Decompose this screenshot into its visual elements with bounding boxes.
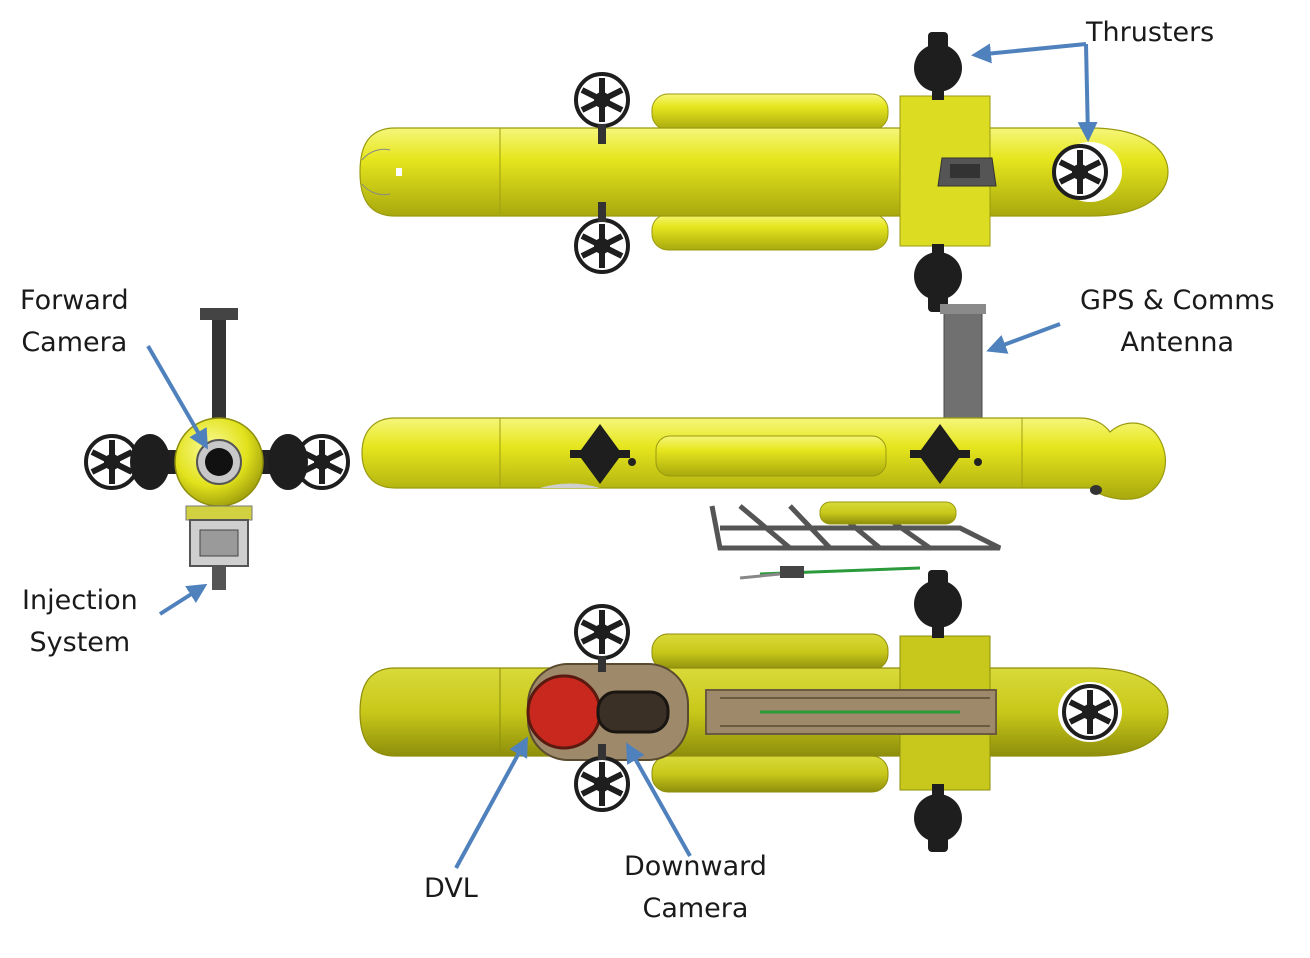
label-downward-line1: Downward: [624, 851, 767, 882]
injection-arm: [709, 504, 1002, 580]
hull: [359, 127, 1169, 217]
arrow-dvl: [454, 736, 528, 869]
label-gps-line1: GPS & Comms: [1080, 285, 1275, 316]
label-gps-antenna: GPS & Comms Antenna: [1080, 280, 1275, 364]
label-downward-line2: Camera: [642, 893, 749, 924]
label-dvl-text: DVL: [424, 873, 478, 904]
antenna-mast: [212, 316, 226, 428]
label-forward-line2: Camera: [21, 327, 128, 358]
arrow-injection: [158, 583, 208, 616]
label-gps-line2: Antenna: [1120, 327, 1235, 358]
arrow-forward-camera: [146, 344, 209, 450]
label-downward-camera: Downward Camera: [624, 846, 767, 930]
callout-arrows: [146, 42, 1098, 869]
arrow-thrusters-a: [971, 42, 1087, 64]
battery-pod: [651, 93, 889, 131]
thruster-icon: [914, 32, 962, 100]
bottom-view: [359, 570, 1169, 852]
thruster-icon: [910, 424, 970, 484]
arrow-gps: [986, 322, 1061, 354]
injection-system: [185, 505, 253, 590]
dvl-sensor: [526, 674, 602, 750]
side-view: [361, 304, 1167, 580]
thruster-icon: [914, 784, 962, 852]
thruster-icon: [574, 202, 630, 274]
thruster-icon: [914, 244, 962, 312]
thruster-icon: [574, 72, 630, 144]
thruster-icon: [574, 604, 630, 672]
thruster-icon: [570, 424, 630, 484]
thruster-icon: [1062, 684, 1118, 740]
label-thrusters-text: Thrusters: [1086, 17, 1215, 48]
thruster-icon: [574, 744, 630, 812]
battery-pod: [651, 213, 889, 251]
label-injection-line2: System: [29, 627, 131, 658]
battery-pod: [651, 633, 889, 671]
thruster-icon: [1052, 144, 1108, 200]
injection-rail: [705, 689, 997, 735]
arrow-downward-camera: [626, 742, 692, 857]
antenna-mast: [943, 307, 983, 421]
label-forward-camera: Forward Camera: [20, 280, 129, 364]
top-view: [359, 32, 1169, 312]
label-injection-system: Injection System: [22, 580, 138, 664]
thruster-icon: [914, 570, 962, 638]
battery-pod: [655, 435, 887, 477]
label-forward-line1: Forward: [20, 285, 129, 316]
label-thrusters: Thrusters: [1086, 12, 1214, 54]
downward-camera: [596, 690, 670, 734]
label-injection-line1: Injection: [22, 585, 138, 616]
thruster-icon: [84, 434, 140, 490]
arrow-thrusters-b: [1077, 43, 1098, 142]
thruster-icon: [294, 434, 350, 490]
battery-pod: [651, 755, 889, 793]
label-dvl: DVL: [424, 868, 478, 910]
